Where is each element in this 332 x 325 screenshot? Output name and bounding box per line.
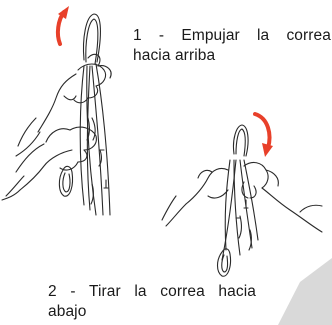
step-2-down-arrowhead bbox=[262, 143, 273, 157]
step-1-up-arrowhead bbox=[58, 6, 69, 19]
step-2-strap-loop bbox=[232, 124, 249, 157]
step-1-illustration bbox=[1, 13, 112, 216]
step-2-ring bbox=[216, 248, 232, 277]
step-1-caption-line-1: 1 - Empujar la correa bbox=[133, 27, 331, 44]
step-1-strap-loop bbox=[82, 13, 101, 63]
corner-triangle bbox=[278, 258, 332, 325]
step-2-illustration bbox=[161, 124, 323, 277]
step-1-caption-line-2: hacia arriba bbox=[133, 47, 216, 64]
step-2-caption-line-2: abajo bbox=[48, 303, 87, 320]
step-2-caption: 2 - Tirar la correa hacia abajo bbox=[48, 282, 256, 322]
step-1-caption: 1 - Empujar la correa hacia arriba bbox=[133, 26, 331, 66]
step-2-down-arrow bbox=[253, 112, 272, 150]
step-1-ring bbox=[58, 165, 74, 197]
step-2-caption-line-1: 2 - Tirar la correa hacia bbox=[48, 283, 256, 300]
